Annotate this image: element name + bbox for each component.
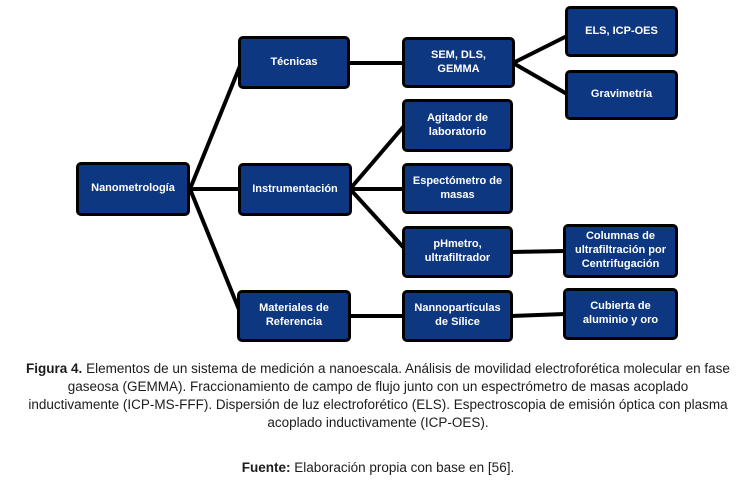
node-materiales-label: Materiales de Referencia	[259, 302, 329, 328]
node-instrumentacion-label: Instrumentación	[252, 182, 338, 195]
node-tecnicas-label: Técnicas	[270, 55, 318, 68]
node-nanometrologia: Nanometrología	[76, 162, 190, 216]
node-cubierta-aluminio-oro: Cubierta de aluminio y oro	[563, 288, 678, 340]
node-gravimetria: Gravimetría	[565, 70, 678, 120]
node-sem-dls-gemma: SEM, DLS, GEMMA	[402, 37, 515, 88]
node-sem-label: SEM, DLS, GEMMA	[430, 48, 486, 75]
source-line: Fuente: Elaboración propia con base en […	[0, 459, 756, 477]
node-columnas-label: Columnas de ultrafiltración por Centrifu…	[574, 230, 667, 270]
node-nannoparticulas-label: Nannopartículas de Sílice	[414, 302, 501, 328]
node-phmetro-label: pHmetro, ultrafiltrador	[424, 238, 491, 264]
connector-sem-els	[512, 34, 568, 65]
connector-sem-gravimetria	[512, 61, 568, 96]
source-text: Elaboración propia con base en [56].	[294, 460, 515, 475]
connector-phmetro-columnas	[510, 249, 566, 254]
node-columnas-ultrafiltracion: Columnas de ultrafiltración por Centrifu…	[563, 224, 678, 278]
connector-nanometrologia-tecnicas	[188, 65, 242, 190]
connector-instrumentacion-agitador	[348, 124, 406, 191]
node-tecnicas: Técnicas	[238, 36, 350, 89]
figure-caption-label: Figura 4.	[26, 361, 83, 376]
node-els-label: ELS, ICP-OES	[585, 24, 658, 37]
node-els-icp-oes: ELS, ICP-OES	[565, 6, 678, 57]
node-agitador-label: Agitador de laboratorio	[426, 111, 489, 138]
node-nannoparticulas-de-silice: Nannopartículas de Sílice	[402, 290, 513, 342]
node-cubierta-label: Cubierta de aluminio y oro	[582, 300, 659, 326]
figure-caption: Figura 4. Elementos de un sistema de med…	[22, 360, 734, 432]
connector-instrumentacion-phmetro	[348, 187, 406, 250]
node-agitador-de-laboratorio: Agitador de laboratorio	[402, 99, 513, 152]
node-gravimetria-label: Gravimetría	[590, 88, 653, 101]
connector-nanometrologia-materiales	[188, 188, 242, 313]
node-espectometro-label: Espectómetro de masas	[412, 174, 503, 201]
node-phmetro-ultrafiltrador: pHmetro, ultrafiltrador	[402, 226, 513, 278]
source-label: Fuente:	[241, 460, 291, 475]
node-materiales-de-referencia: Materiales de Referencia	[237, 290, 351, 342]
node-espectometro-de-masas: Espectómetro de masas	[402, 163, 513, 214]
connector-nannoparticulas-cubierta	[510, 312, 566, 318]
figure-caption-text: Elementos de un sistema de medición a na…	[28, 361, 730, 430]
node-nanometrologia-label: Nanometrología	[91, 182, 175, 195]
node-instrumentacion: Instrumentación	[238, 163, 352, 216]
